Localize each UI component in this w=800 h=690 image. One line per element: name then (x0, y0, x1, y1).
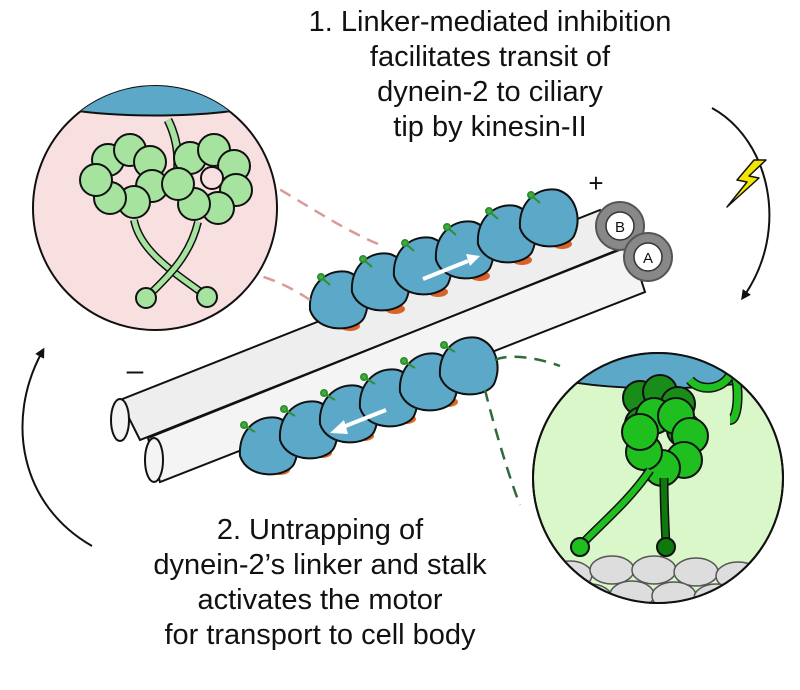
a-tubule-end: A (623, 232, 673, 282)
step-1-caption: 1. Linker-mediated inhibition facilitate… (240, 5, 740, 145)
motor-ring-left (79, 133, 169, 219)
stalk-tips (317, 191, 541, 286)
lightning-bolt-icon (726, 159, 767, 208)
step-2-caption: 2. Untrapping of dynein-2’s linker and s… (95, 513, 545, 653)
cycle-arrow-icon-left (21, 347, 93, 547)
step-1-line-3: dynein-2 to ciliary (377, 76, 603, 108)
direction-arrow-icon-retro (342, 408, 387, 429)
step-2-line-1: 2. Untrapping of (216, 514, 424, 546)
step-2-line-4: for transport to cell body (164, 619, 476, 651)
inset-autoinhibited (32, 85, 278, 331)
step-2-line-3: activates the motor (197, 584, 443, 616)
direction-arrow-icon (422, 259, 469, 281)
inset-active (532, 352, 784, 604)
motor-ring-active-front (621, 397, 709, 487)
minus-end-label: – (127, 354, 144, 387)
motor-ring-right (161, 133, 253, 225)
retrograde-train (238, 336, 499, 476)
step-2-line-2: dynein-2’s linker and stalk (153, 549, 487, 581)
plus-end-label: + (588, 168, 603, 198)
stalk-tips-retro (240, 341, 456, 433)
doublet-a-label: A (643, 250, 653, 267)
cycle-arrow-icon-right (711, 107, 771, 301)
step-1-line-1: 1. Linker-mediated inhibition (308, 6, 672, 38)
step-1-line-2: facilitates transit of (369, 41, 611, 73)
step-1-line-4: tip by kinesin-II (393, 111, 587, 143)
doublet-b-label: B (615, 219, 625, 236)
anterograde-train (308, 188, 579, 331)
